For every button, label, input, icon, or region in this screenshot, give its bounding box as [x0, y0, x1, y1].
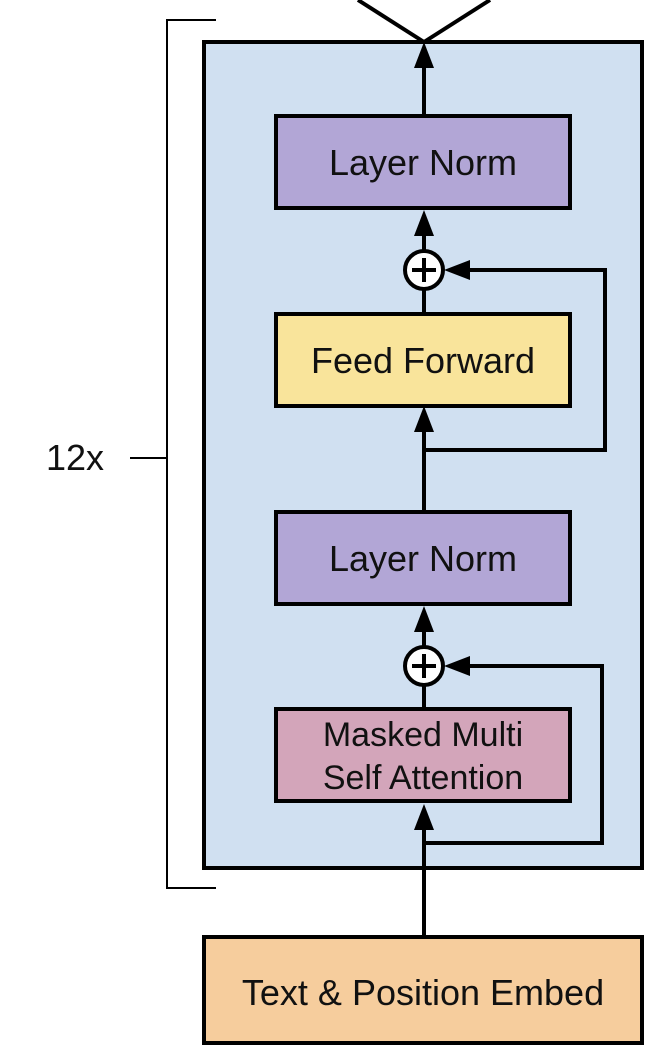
feed-forward-box [274, 312, 572, 408]
text-position-embed-box [202, 935, 644, 1045]
repeat-bracket [130, 19, 216, 889]
text-position-embed-label: Text & Position Embed [242, 972, 604, 1013]
masked-attention-label-line1: Masked Multi [323, 716, 523, 754]
layer-norm-bottom-box [274, 510, 572, 606]
main-path [414, 42, 434, 936]
layer-norm-top-box [274, 114, 572, 210]
add-node-bottom [403, 645, 445, 687]
layer-norm-bottom-label: Layer Norm [329, 538, 517, 579]
masked-attention-box [274, 707, 572, 803]
residual-connection-feed-forward [424, 260, 607, 452]
feed-forward-label: Feed Forward [311, 340, 535, 381]
repeat-label: 12x [46, 437, 104, 478]
add-node-top [403, 249, 445, 291]
residual-connection-attention [424, 656, 604, 845]
output-lines [356, 0, 492, 44]
layer-norm-top-label: Layer Norm [329, 142, 517, 183]
masked-attention-label-line2: Self Attention [323, 759, 523, 797]
